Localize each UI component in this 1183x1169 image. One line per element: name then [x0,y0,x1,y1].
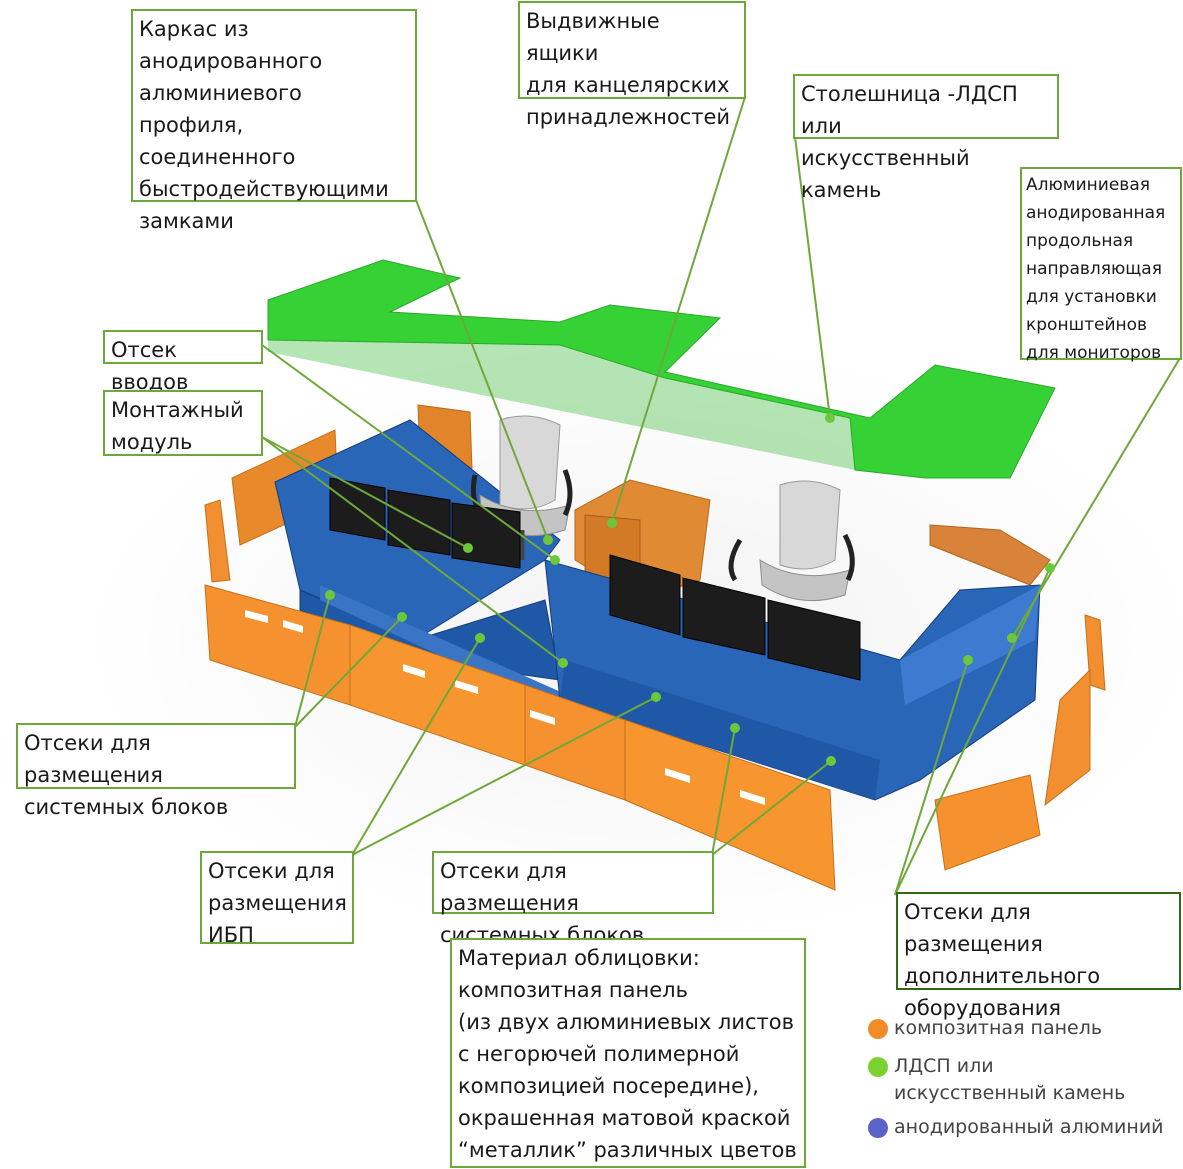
legend-item: композитная панель [868,1015,1102,1042]
callout-inputs: Отсек вводов [103,330,263,364]
legend-swatch [868,1118,888,1138]
callout-sys-blocks-mid: Отсеки для размещения системных блоков [432,851,714,914]
legend-item: анодированный алюминий [868,1114,1164,1141]
callout-guide: Алюминиевая анодированная продольная нап… [1020,167,1182,360]
callout-extra-equipment: Отсеки для размещения дополнительного об… [896,892,1181,990]
legend-swatch [868,1019,888,1039]
callout-tabletop: Столешница -ЛДСП или искусственный камен… [793,74,1059,139]
callout-ups: Отсеки для размещения ИБП [200,851,354,944]
legend-label: ЛДСП или искусственный камень [894,1053,1125,1107]
callout-cladding: Материал облицовки: композитная панель (… [450,938,806,1168]
callout-sys-blocks-left: Отсеки для размещения системных блоков [16,723,296,789]
legend-label: композитная панель [894,1015,1102,1042]
callout-frame: Каркас из анодированного алюминиевого пр… [131,9,417,202]
legend-swatch [868,1057,888,1077]
legend-label: анодированный алюминий [894,1114,1164,1141]
callout-mount-module: Монтажный модуль [103,390,263,456]
callout-drawers: Выдвижные ящики для канцелярских принадл… [518,1,746,99]
legend-item: ЛДСП или искусственный камень [868,1053,1125,1107]
